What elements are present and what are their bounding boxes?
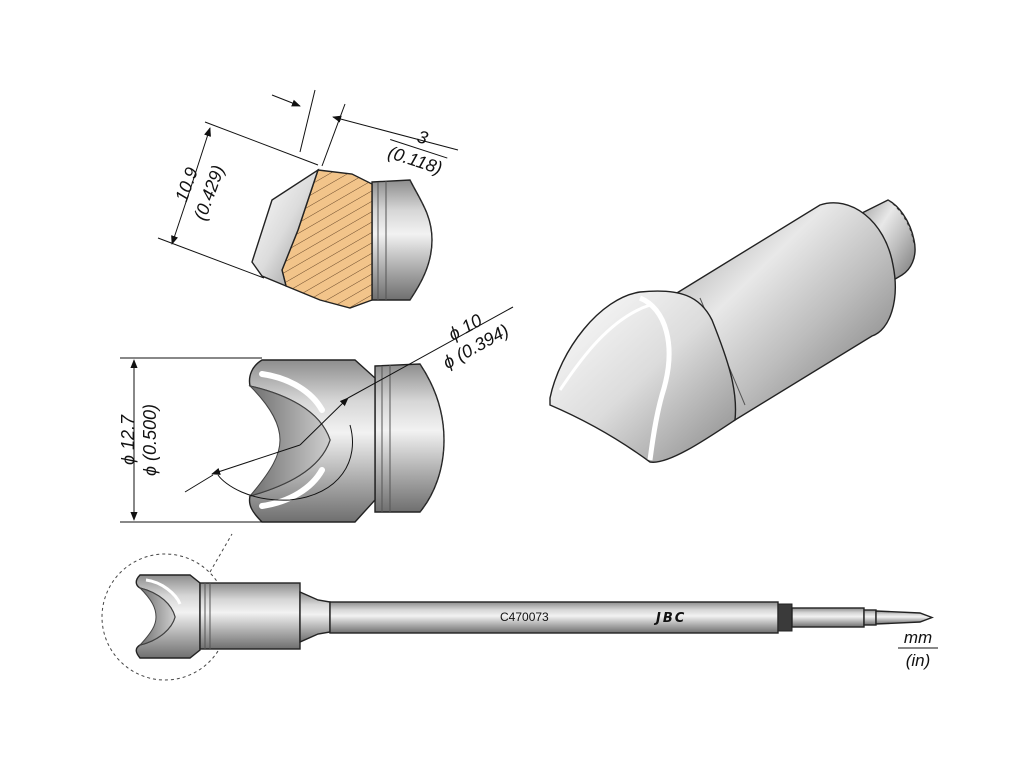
perspective-tip xyxy=(549,290,737,463)
full-tip-collar xyxy=(199,582,301,650)
full-tip-view: C470073 JBC xyxy=(101,533,934,681)
unit-in: (in) xyxy=(906,651,931,670)
side-shank xyxy=(371,179,433,301)
front-view: ϕ 10 ϕ (0.394) ϕ 12.7 ϕ (0.500) xyxy=(118,306,514,523)
front-shank xyxy=(374,363,445,513)
brand-logo: JBC xyxy=(653,611,686,626)
front-tip-cup xyxy=(248,385,331,497)
full-tip-shaft xyxy=(329,601,779,634)
side-section-view: 3 (0.118) 10.9 (0.429) xyxy=(157,89,459,309)
perspective-view xyxy=(549,199,916,463)
side-tip-lip xyxy=(251,168,320,288)
dim-outer-diameter-in: ϕ (0.500) xyxy=(140,404,160,476)
unit-mm: mm xyxy=(904,628,932,647)
dim-outer-diameter-mm: ϕ 12.7 xyxy=(118,414,138,465)
product-code: C470073 xyxy=(500,610,549,624)
units-legend: mm (in) xyxy=(898,628,938,670)
dim-cut-length-mm: 3 xyxy=(415,126,431,148)
